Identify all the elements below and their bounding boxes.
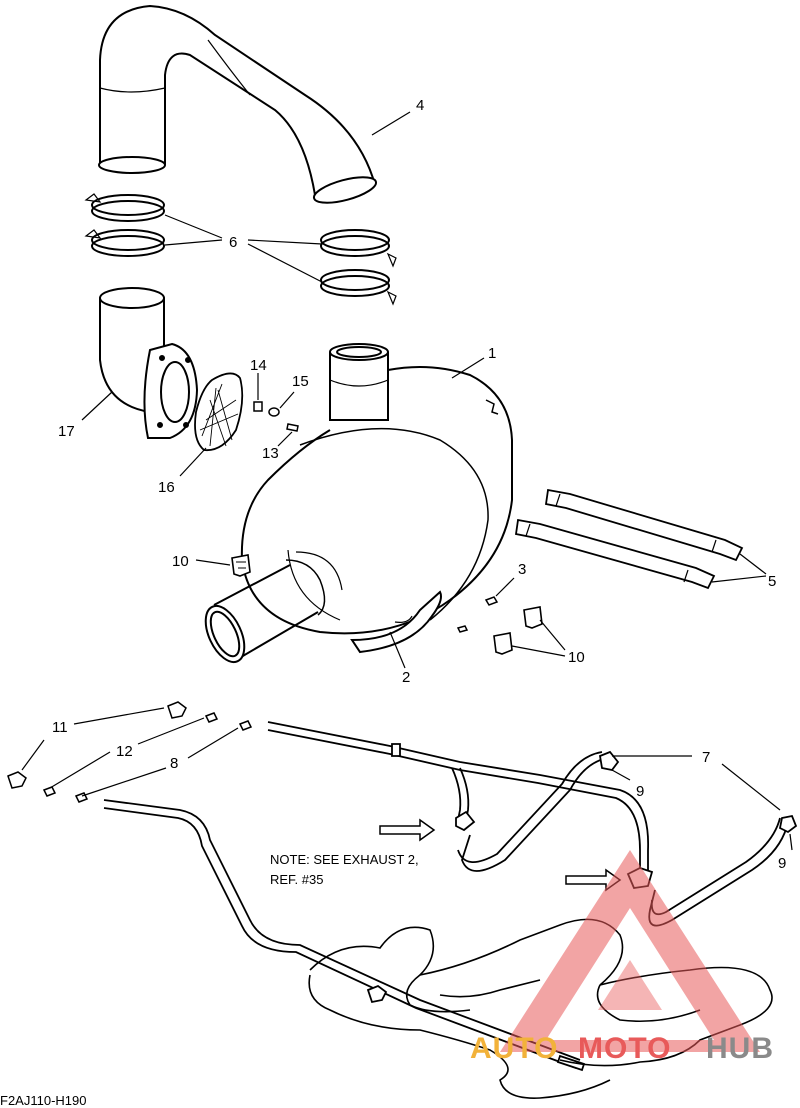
leader-13: [277, 431, 293, 447]
callout-4: 4: [416, 97, 424, 114]
leader-16: [179, 447, 207, 477]
callout-12: 12: [116, 743, 133, 760]
part-16-gasket: [194, 372, 244, 452]
part-10-clips: [231, 554, 543, 655]
part-13-bolt: [286, 423, 299, 432]
watermark-moto: MOTO: [578, 1032, 671, 1065]
leader-4: [371, 111, 411, 136]
part-6-clamps: [84, 193, 397, 306]
leader-15: [279, 391, 295, 409]
flow-arrow-icon: [379, 818, 436, 842]
callout-labels: 4 6 1 14 15 17 13 16 10 3 5 10 2 11 12 7…: [52, 97, 786, 872]
leaders-11-12-8: [21, 707, 239, 797]
part-5-straps: [514, 488, 744, 590]
leader-2: [389, 631, 406, 669]
part-7-hoses: [103, 721, 798, 1072]
leaders-9: [611, 769, 793, 851]
part-17-elbow-flange: [99, 287, 199, 439]
callout-9a: 9: [636, 783, 644, 800]
leader-17: [81, 391, 113, 421]
note-line-1: NOTE: SEE EXHAUST 2,: [270, 852, 419, 867]
part-11-fittings: [7, 701, 187, 789]
part-3-screw: [456, 596, 499, 633]
callout-17: 17: [58, 423, 75, 440]
watermark-logo: AUTO MOTO HUB: [470, 850, 774, 1065]
callout-9b: 9: [778, 855, 786, 872]
part-4-exhaust-elbow: [98, 4, 378, 204]
callout-11: 11: [52, 719, 68, 736]
leader-3: [495, 577, 515, 597]
callout-2: 2: [402, 669, 410, 686]
watermark-auto: AUTO: [470, 1032, 558, 1065]
leader-1: [451, 357, 485, 379]
watermark-hub: HUB: [706, 1032, 774, 1065]
leaders-5: [711, 553, 767, 583]
part-14-nut: [253, 401, 263, 412]
note-line-2: REF. #35: [270, 872, 323, 887]
leaders-7: [612, 755, 781, 811]
callout-1: 1: [488, 345, 496, 362]
part-12-fittings: [42, 712, 219, 797]
callout-15: 15: [292, 373, 309, 390]
callout-10a: 10: [172, 553, 189, 570]
callout-6: 6: [229, 234, 237, 251]
callout-10b: 10: [568, 649, 585, 666]
watermark-triangle: [500, 850, 760, 1052]
callout-14: 14: [250, 357, 267, 374]
leaders-6: [164, 214, 323, 283]
leaders-10: [195, 559, 566, 657]
callout-5: 5: [768, 573, 776, 590]
callout-13: 13: [262, 445, 279, 462]
callout-8: 8: [170, 755, 178, 772]
part-1-muffler: [204, 343, 513, 664]
callout-7: 7: [702, 749, 710, 766]
diagram-code: F2AJ110-H190: [0, 1093, 86, 1108]
part-15-washer: [268, 407, 280, 417]
callout-3: 3: [518, 561, 526, 578]
callout-16: 16: [158, 479, 175, 496]
part-2-bracket: [350, 590, 442, 654]
